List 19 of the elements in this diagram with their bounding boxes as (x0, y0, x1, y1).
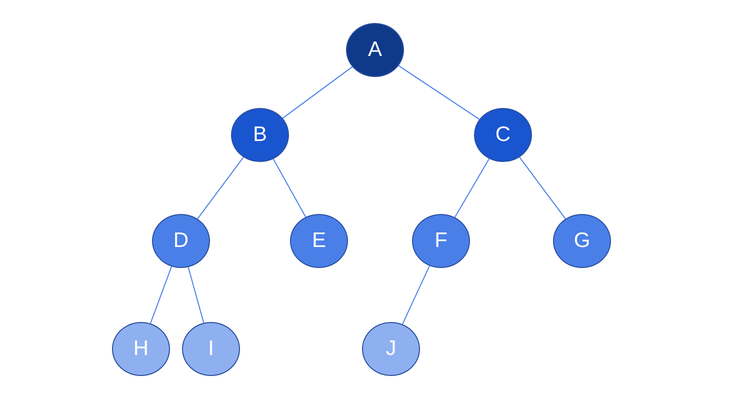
connector-line (188, 266, 204, 324)
connector-line (398, 65, 480, 120)
connector-line (454, 158, 490, 218)
connector-line (150, 266, 172, 324)
tree-node-circle: G (553, 214, 611, 268)
tree-node-circle: D (152, 214, 210, 268)
tree-node-circle: A (346, 23, 404, 77)
connector-line (282, 66, 353, 119)
connector-line (197, 156, 244, 220)
connector-line (402, 265, 430, 325)
tree-node-circle: F (412, 214, 470, 268)
tree-node-circle: C (474, 108, 532, 162)
tree-node-circle: H (112, 322, 170, 376)
tree-node-circle: B (231, 108, 289, 162)
connector-line (519, 156, 566, 220)
connector-line (272, 158, 306, 218)
tree-node-circle: I (182, 322, 240, 376)
tree-node-circle: J (362, 322, 420, 376)
tree-node-circle: E (290, 214, 348, 268)
